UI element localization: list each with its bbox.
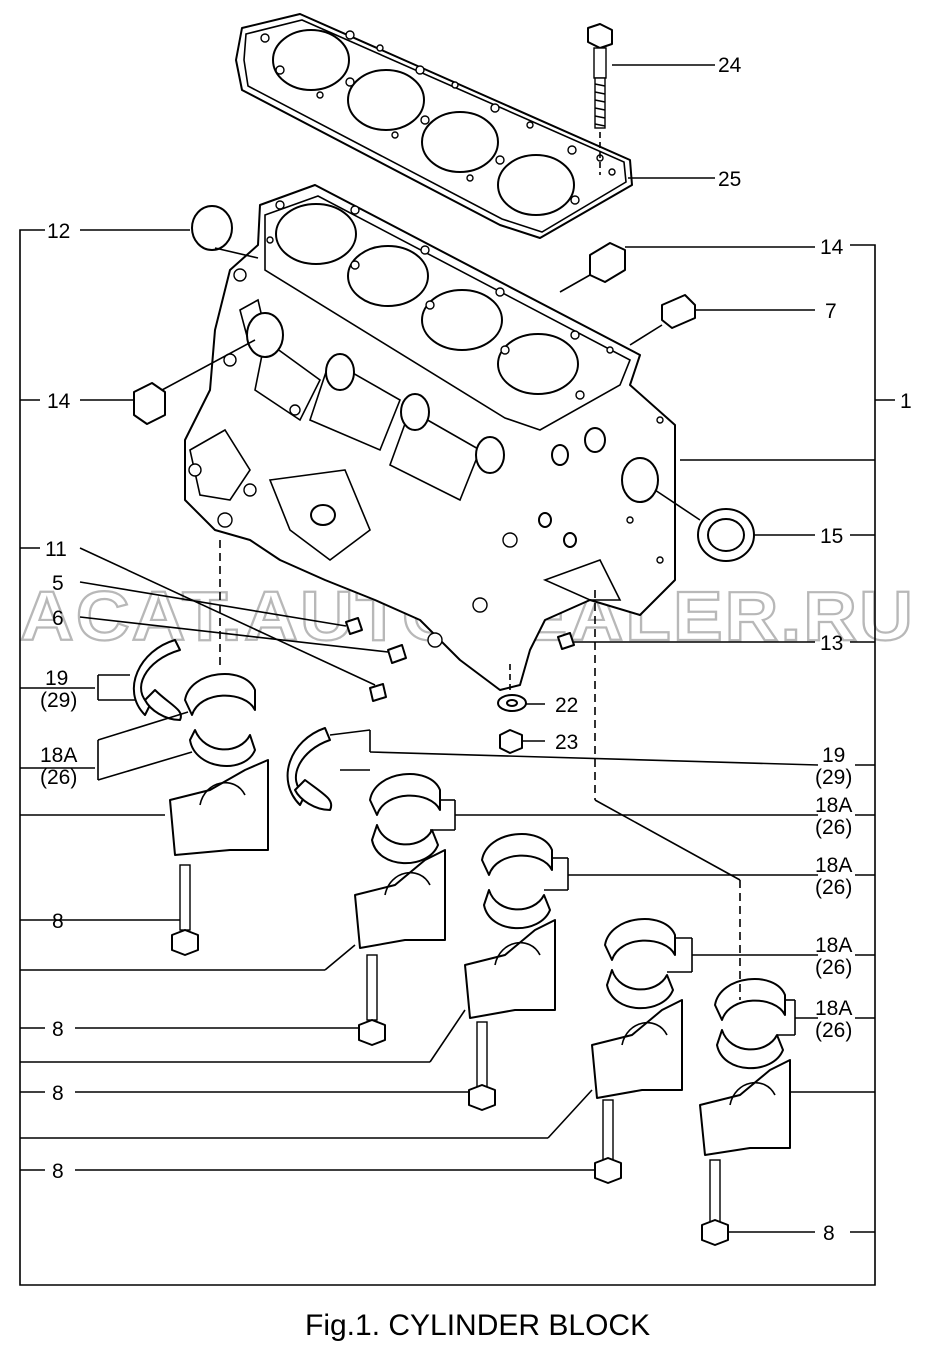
label-8-1: 8	[52, 910, 64, 933]
figure-caption: Fig.1. CYLINDER BLOCK	[305, 1309, 650, 1342]
label-22: 22	[555, 694, 578, 717]
washer-and-bolt	[497, 660, 545, 754]
label-18A-right-2: 18A	[815, 854, 852, 877]
label-26-right-2: (26)	[815, 876, 852, 899]
label-13: 13	[820, 632, 843, 655]
cap-bolts	[75, 864, 815, 1246]
label-15: 15	[820, 525, 843, 548]
cylinder-block	[184, 184, 676, 691]
label-18A-right-4: 18A	[815, 997, 852, 1020]
label-24: 24	[718, 54, 742, 77]
bearings	[97, 540, 818, 1156]
label-18A-right-3: 18A	[815, 934, 852, 957]
head-gasket	[235, 13, 633, 239]
frame-lines	[19, 229, 895, 1286]
label-19-left: 19	[45, 667, 68, 690]
label-25: 25	[718, 168, 741, 191]
label-19-right: 19	[822, 744, 845, 767]
label-6: 6	[52, 607, 64, 630]
label-8-5: 8	[823, 1222, 835, 1245]
head-bolt	[587, 23, 715, 179]
label-26-right-1: (26)	[815, 816, 852, 839]
label-26-left: (26)	[40, 766, 77, 789]
label-7: 7	[825, 300, 837, 323]
label-8-4: 8	[52, 1160, 64, 1183]
thrust-washers	[97, 639, 819, 811]
label-12: 12	[47, 220, 70, 243]
label-11: 11	[45, 538, 67, 561]
label-18A-left: 18A	[40, 744, 77, 767]
label-18A-right-1: 18A	[815, 794, 852, 817]
label-23: 23	[555, 731, 578, 754]
label-1: 1	[900, 390, 912, 413]
label-14-left: 14	[47, 390, 71, 413]
label-29-right: (29)	[815, 766, 852, 789]
label-8-2: 8	[52, 1018, 64, 1041]
label-14-top: 14	[820, 236, 844, 259]
label-8-3: 8	[52, 1082, 64, 1105]
label-5: 5	[52, 572, 64, 595]
plugs	[79, 205, 815, 702]
callout-labels: 24 25 12 14 7 14 1 15 11 5 6 13 19 (29) …	[40, 54, 912, 1245]
label-26-right-3: (26)	[815, 956, 852, 979]
label-26-right-4: (26)	[815, 1019, 852, 1042]
label-29-left: (29)	[40, 689, 77, 712]
